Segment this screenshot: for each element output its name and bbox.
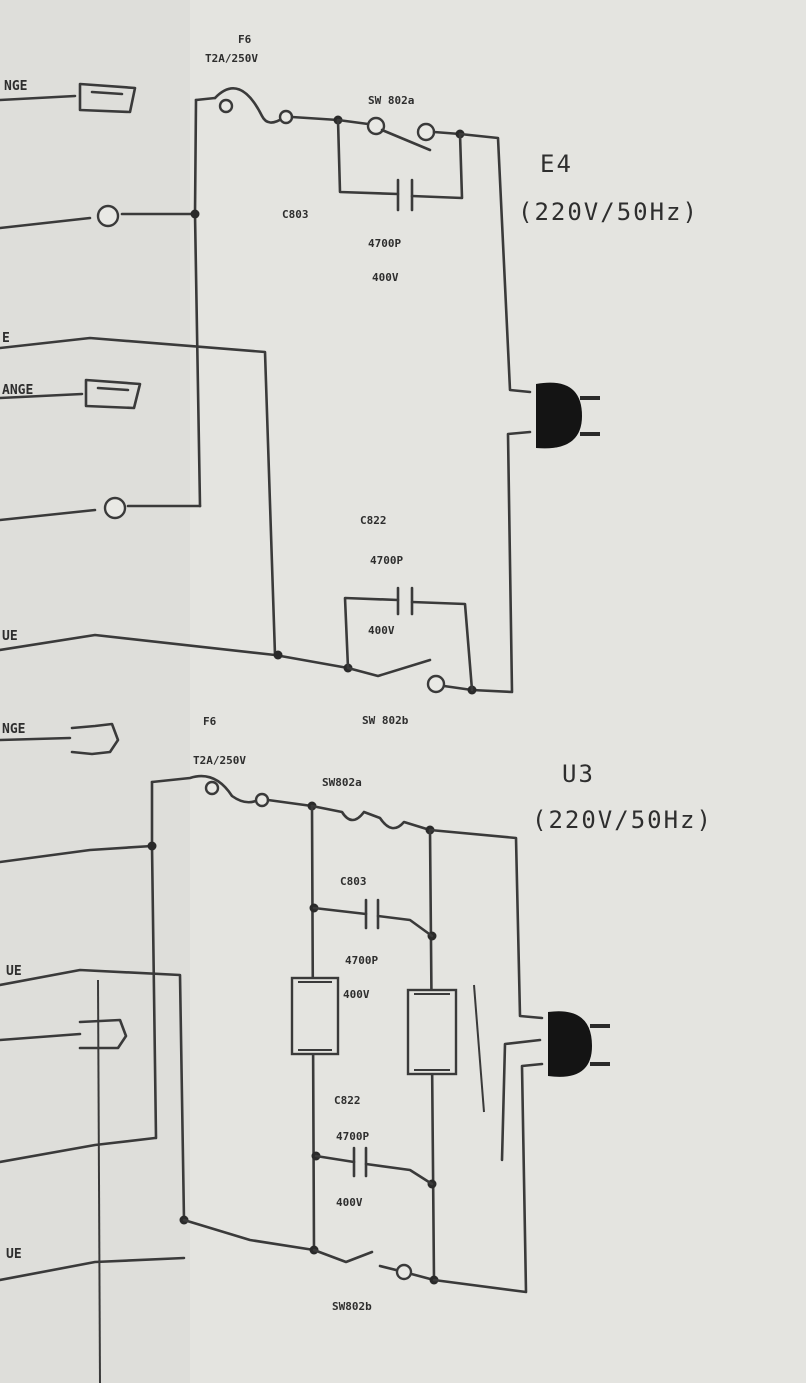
lower-side-component — [473, 984, 485, 1113]
edge-label-3: ANGE — [2, 383, 33, 398]
upper-fuse-terminal-right — [278, 109, 294, 125]
upper-node-1 — [190, 209, 200, 219]
lower-fuse-lead-right — [266, 798, 314, 808]
upper-terminal-1 — [96, 204, 120, 228]
left-edge-labels: NGE E ANGE UE NGE UE UE — [2, 79, 33, 1262]
upper-region-label: E4 — [540, 150, 573, 178]
lower-cap-b-voltage: 400V — [336, 1196, 363, 1209]
upper-fuse-lead-left — [194, 96, 217, 102]
upper-cap-a-voltage: 400V — [372, 271, 399, 284]
edge-label-7: UE — [6, 1247, 22, 1262]
lower-cap-b-lead-right — [364, 1162, 434, 1186]
lower-connector-1 — [70, 722, 120, 756]
lower-connector-2 — [78, 1018, 128, 1050]
upper-cap-a-lead-left — [336, 118, 400, 196]
edge-label-4: UE — [2, 629, 18, 644]
lower-cap-a-lead-right — [376, 914, 434, 938]
upper-switch-a-label: SW 802a — [368, 94, 414, 107]
upper-fuse-lead-right — [290, 115, 340, 122]
lower-cap-a-plates — [364, 898, 380, 930]
lower-fuse-rating: T2A/250V — [193, 754, 246, 767]
upper-terminal-2 — [103, 496, 127, 520]
lower-supply-label: (220V/50Hz) — [532, 806, 713, 834]
lower-cap-a-lead-left — [312, 906, 368, 916]
upper-plug-neutral-lead — [470, 430, 532, 694]
edge-label-6: UE — [6, 964, 22, 979]
edge-label-2: E — [2, 331, 10, 346]
lower-region-label: U3 — [562, 760, 595, 788]
lower-switch-b-contact — [395, 1263, 413, 1281]
upper-switch-b-lead-right — [442, 684, 474, 692]
lower-feed-line-2 — [0, 844, 154, 864]
upper-node-4 — [273, 650, 283, 660]
upper-switch-a-contact-right — [416, 122, 436, 142]
upper-switch-a-lead-left — [336, 118, 370, 126]
lower-cap-b-ref: C822 — [334, 1094, 361, 1107]
upper-cap-b-voltage: 400V — [368, 624, 395, 637]
lower-cap-b-value: 4700P — [336, 1130, 369, 1143]
lower-cap-a-value: 4700P — [345, 954, 378, 967]
lower-feed-line-5 — [0, 1136, 157, 1164]
lower-cap-b-plates — [352, 1146, 368, 1178]
upper-feed-line-2 — [0, 216, 92, 230]
lower-fuse-ref: F6 — [203, 715, 217, 728]
upper-switch-a-contact-left — [366, 116, 386, 136]
lower-fuse-symbol — [150, 774, 260, 804]
lower-fuse-terminal-left — [204, 780, 220, 796]
lower-feed-line-6 — [0, 1256, 186, 1282]
upper-cap-a-ref: C803 — [282, 208, 309, 221]
upper-cap-a-value: 4700P — [368, 237, 401, 250]
upper-cap-b-value: 4700P — [370, 554, 403, 567]
lower-cap-b-lead-left — [314, 1154, 356, 1164]
upper-feed-line-6 — [0, 508, 97, 522]
upper-mains-plug-icon — [536, 382, 582, 449]
lower-feed-line-3 — [0, 968, 186, 1222]
lower-feed-line-1 — [0, 736, 72, 742]
upper-connector-2 — [84, 378, 142, 410]
lower-plug-live-lead — [428, 828, 544, 1020]
lower-fuse-terminal-right — [254, 792, 270, 808]
edge-label-1: NGE — [4, 79, 27, 94]
lower-component-box-ends — [298, 981, 450, 1071]
lower-cap-a-ref: C803 — [340, 875, 367, 888]
upper-supply-label: (220V/50Hz) — [518, 198, 699, 226]
lower-cap-a-voltage: 400V — [343, 988, 370, 1001]
upper-switch-b-blade — [346, 658, 432, 678]
upper-plug-pins — [580, 396, 600, 436]
upper-switch-a-blade — [380, 128, 432, 152]
lower-plug-neutral-lead — [432, 1062, 544, 1294]
lower-left-component-box — [290, 976, 340, 1056]
upper-connector-1 — [78, 82, 137, 114]
lower-switch-a-label: SW802a — [322, 776, 362, 789]
upper-cap-b-ref: C822 — [360, 514, 387, 527]
lower-right-component-box — [406, 988, 458, 1076]
lower-circuit: F6 T2A/250V SW802a C803 4700P 400V C822 … — [0, 715, 713, 1383]
lower-switch-b-label: SW802b — [332, 1300, 372, 1313]
edge-label-5: NGE — [2, 722, 25, 737]
upper-cap-b-lead-left — [343, 596, 400, 670]
lower-feed-line-4 — [0, 1032, 82, 1042]
upper-feed-line-5 — [0, 392, 84, 400]
upper-fuse-ref: F6 — [238, 33, 252, 46]
lower-plug-pins — [590, 1024, 610, 1066]
lower-neutral-line — [182, 1218, 316, 1252]
upper-fuse-terminal-left — [218, 98, 234, 114]
lower-node-1 — [147, 841, 157, 851]
lower-plug-earth-lead — [500, 1038, 542, 1162]
upper-switch-b-label: SW 802b — [362, 714, 409, 727]
upper-neutral-line — [0, 633, 350, 670]
upper-feed-line-1 — [0, 94, 77, 102]
upper-cap-a-lead-right — [410, 132, 464, 200]
upper-plug-live-lead — [458, 132, 532, 394]
lower-mains-plug-icon — [548, 1011, 592, 1077]
upper-cap-b-lead-right — [410, 600, 474, 692]
upper-fuse-symbol — [213, 87, 285, 124]
upper-switch-b-contact — [426, 674, 446, 694]
lower-switch-a-symbol — [310, 804, 432, 832]
upper-feed-line-4 — [0, 336, 277, 657]
upper-circuit: F6 T2A/250V SW 802a C803 4700P 400V E4 (… — [0, 33, 699, 727]
upper-fuse-rating: T2A/250V — [205, 52, 258, 65]
page-fold-shadow — [0, 0, 190, 1383]
